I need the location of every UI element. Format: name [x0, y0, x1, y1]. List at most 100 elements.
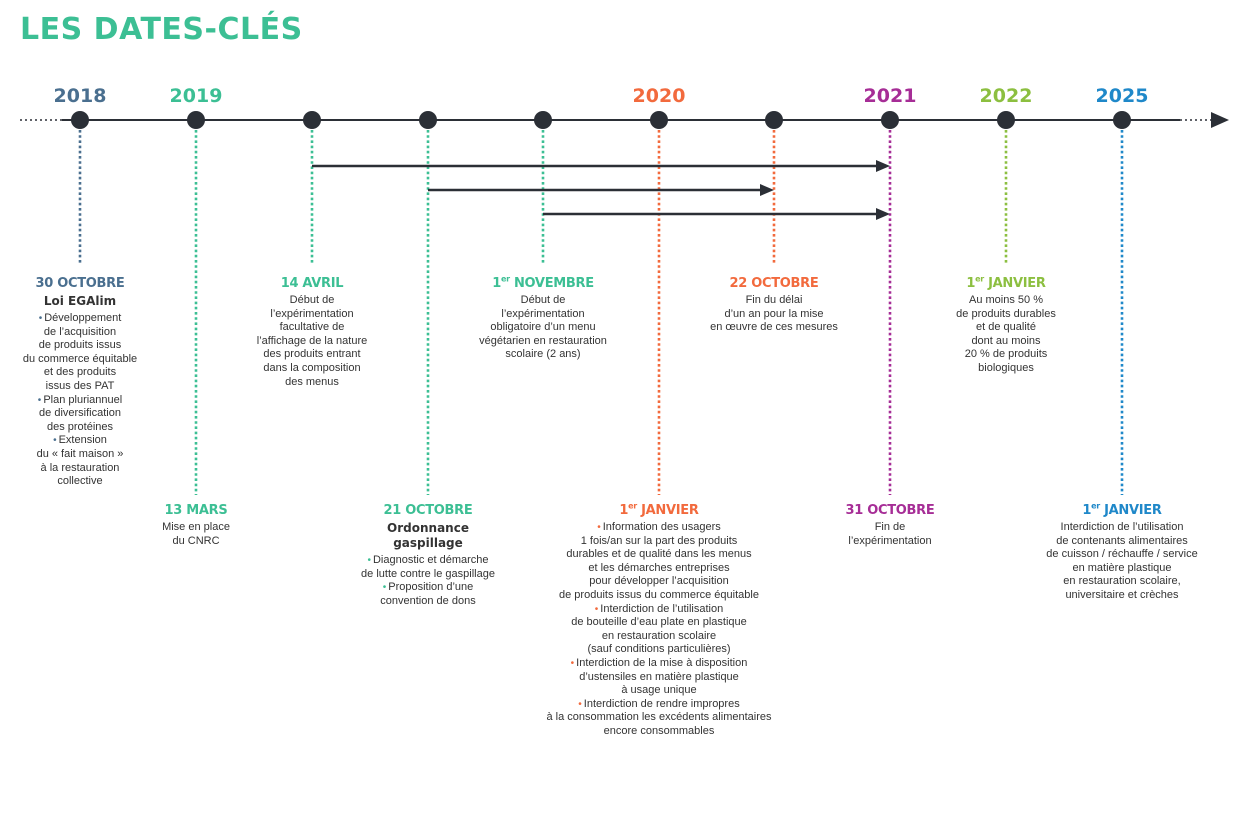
event-text-line: universitaire et crèches [1022, 589, 1222, 603]
timeline-node-7 [765, 111, 783, 129]
event-text: de lutte contre le gaspillage [361, 567, 495, 580]
event-text-line: collective [0, 475, 165, 489]
timeline-node-9 [997, 111, 1015, 129]
event-text: du « fait maison » [36, 447, 124, 460]
event-text: Proposition d’une [388, 581, 474, 594]
event-subtitle: Loi EGAlim [43, 294, 117, 308]
event-text-line: et des produits [0, 366, 165, 380]
event-text-line: convention de dons [328, 595, 528, 609]
event-text: à la consommation les excédents alimenta… [546, 711, 772, 724]
event-text: Début de [520, 294, 566, 306]
bullet-icon: • [597, 522, 601, 533]
event-text-line: •Interdiction de rendre impropres [529, 698, 789, 712]
event-text-line: biologiques [921, 362, 1091, 376]
event-text-line: •Diagnostic et démarche [328, 554, 528, 568]
event-text-line: en restauration scolaire, [1022, 575, 1222, 589]
event-date-day: 1 [1082, 503, 1092, 518]
event-text-line: du CNRC [111, 535, 281, 549]
event-date: 1er JANVIER [529, 501, 789, 519]
event-date-month: JANVIER [636, 503, 699, 518]
event-date: 1er JANVIER [921, 274, 1091, 292]
event-text-line: de produits issus [0, 339, 165, 353]
event-date: 22 OCTOBRE [729, 276, 819, 291]
event-text-line: l’expérimentation [227, 308, 397, 322]
event-text: l’affichage de la nature [256, 334, 368, 347]
event-text-line: à usage unique [529, 684, 789, 698]
event-text: Information des usagers [602, 521, 721, 533]
timeline-node-10 [1113, 111, 1131, 129]
event-text: en restauration scolaire, [1063, 575, 1181, 588]
event-text: Mise en place [162, 521, 230, 533]
event-text-line: •Interdiction de l’utilisation [529, 603, 789, 617]
event-text: et des produits [43, 366, 117, 379]
timeline-node-8 [881, 111, 899, 129]
event-text-line: Début de [458, 294, 628, 308]
event-date-ordinal: er [1091, 501, 1100, 511]
event-text: à usage unique [621, 684, 697, 697]
event-text-line: en œuvre de ces mesures [689, 321, 859, 335]
event-text-line: encore consommables [529, 725, 789, 739]
event-date: 31 OCTOBRE [845, 503, 935, 518]
event-text-line: facultative de [227, 321, 397, 335]
bullet-icon: • [594, 603, 599, 615]
event-text: convention de dons [380, 594, 476, 607]
event-text: pour développer l’acquisition [589, 575, 729, 588]
event-subtitle: Ordonnance gaspillage [387, 521, 469, 550]
event-text: de bouteille d’eau plate en plastique [571, 616, 747, 629]
event-text-line: de cuisson / réchauffe / service [1022, 548, 1222, 562]
event-text: à la restauration [40, 461, 120, 474]
axis-arrowhead [1211, 112, 1229, 128]
event-text-line: •Proposition d’une [328, 581, 528, 595]
event-text-line: de diversification [0, 407, 165, 421]
timeline-node-3 [303, 111, 321, 129]
event-text: et les démarches entreprises [588, 561, 730, 574]
event-text: Interdiction de l’utilisation [1060, 521, 1184, 533]
event-date-ordinal: er [628, 501, 637, 511]
event-text: des protéines [46, 420, 114, 433]
event-text-line: Fin du délai [689, 294, 859, 308]
event-text-line: Début de [227, 294, 397, 308]
bullet-icon: • [37, 394, 42, 406]
event-text: facultative de [279, 321, 345, 334]
event-text-line: 1 fois/an sur la part des produits [529, 535, 789, 549]
year-label-2021: 2021 [863, 85, 917, 107]
event-text-line: des protéines [0, 421, 165, 435]
event-text-line: de lutte contre le gaspillage [328, 568, 528, 582]
event-text: Au moins 50 % [969, 294, 1043, 306]
timeline-node-1 [71, 111, 89, 129]
event-text-line: de l’acquisition [0, 326, 165, 340]
event-text-line: en restauration scolaire [529, 630, 789, 644]
year-label-2018: 2018 [53, 85, 107, 107]
event-text: l’expérimentation [848, 534, 932, 547]
event-date-ordinal: er [975, 274, 984, 284]
event-text-line: d’ustensiles en matière plastique [529, 671, 789, 685]
event-text-line: de produits issus du commerce équitable [529, 589, 789, 603]
event-text: l’expérimentation [270, 307, 354, 320]
event-text: 20 % de produits [964, 348, 1048, 361]
event-text: Développement [44, 312, 122, 324]
event-text: d’ustensiles en matière plastique [579, 670, 739, 683]
event-text-line: des menus [227, 376, 397, 390]
event-text: Début de [289, 294, 335, 306]
timeline-node-2 [187, 111, 205, 129]
bullet-icon: • [38, 313, 43, 324]
timeline-node-4 [419, 111, 437, 129]
event-text-line: •Extension [0, 434, 165, 448]
event-text: scolaire (2 ans) [505, 348, 581, 361]
event-text-line: pour développer l’acquisition [529, 575, 789, 589]
event-date-month: JANVIER [1099, 503, 1162, 518]
event-text: et de qualité [976, 321, 1036, 334]
event-text-line: de bouteille d’eau plate en plastique [529, 616, 789, 630]
event-date-month: NOVEMBRE [509, 276, 594, 291]
event-text: de produits issus du commerce équitable [559, 588, 759, 601]
event-text: de contenants alimentaires [1056, 534, 1188, 547]
year-label-2022: 2022 [979, 85, 1033, 107]
event-text: du commerce équitable [22, 352, 138, 365]
duration-arrow-vegetarien-head [876, 208, 890, 220]
event-text: issus des PAT [45, 379, 115, 392]
event-text: biologiques [978, 361, 1034, 374]
event-text: Interdiction de la mise à disposition [576, 656, 748, 669]
event-text-line: l’affichage de la nature [227, 335, 397, 349]
